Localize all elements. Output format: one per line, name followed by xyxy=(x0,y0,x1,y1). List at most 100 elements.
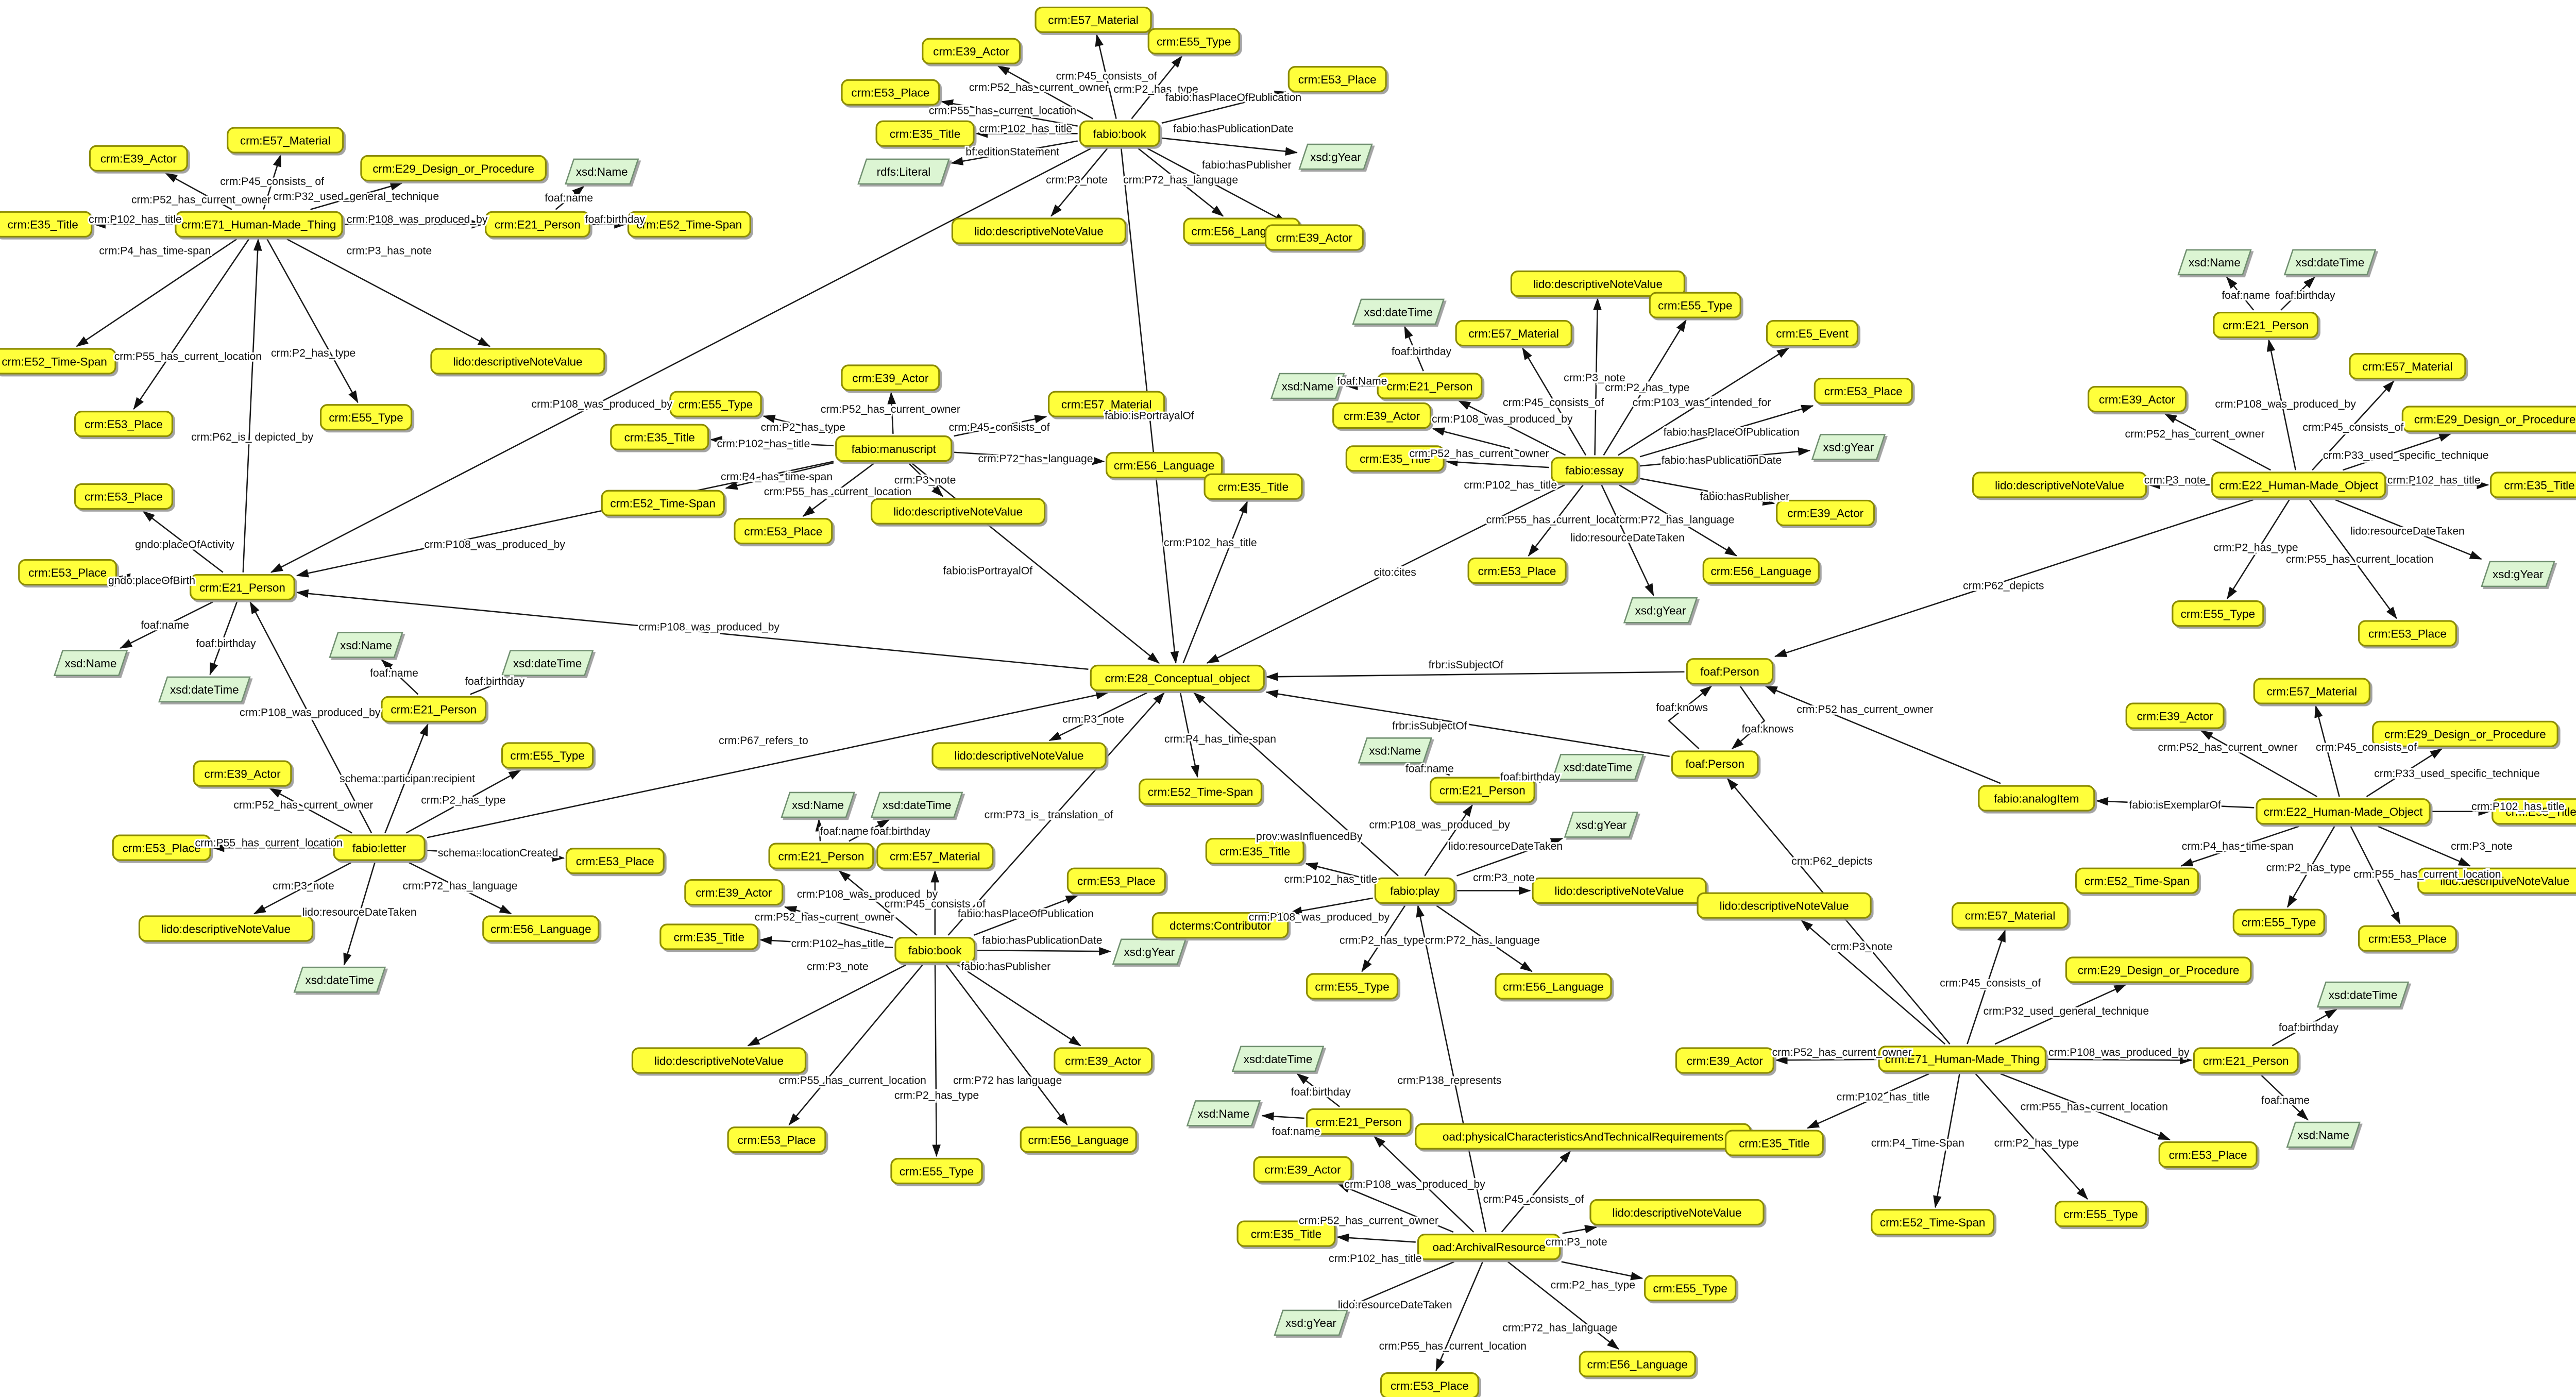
edge-label: crm:P45_consists_of xyxy=(1483,1193,1584,1205)
edge-label: crm:P4_has_time-span xyxy=(721,471,833,483)
edge-label: foaf:name xyxy=(2261,1095,2310,1106)
class-shape xyxy=(684,879,784,906)
edge-d-ms-to-d-ts xyxy=(725,462,834,490)
node-e-e21: crm:E21_Person xyxy=(1377,373,1483,399)
edge-label: crm:P52_has_current_owner xyxy=(233,799,373,811)
node-label: crm:E39_Actor xyxy=(2099,393,2176,406)
edge-l-arch-to-l-phys xyxy=(1501,1150,1571,1233)
edge-label: foaf:birthday xyxy=(1392,346,1452,358)
edge-b-book-to-b-e55 xyxy=(1131,55,1183,120)
node-i-dt2: xsd:dateTime xyxy=(293,966,386,993)
edge-label: crm:P108_was_produced_by xyxy=(2048,1047,2190,1058)
edge-label: fabio:hasPublisher xyxy=(961,961,1051,973)
node-h-e29: crm:E29_Design_or_Procedure xyxy=(2372,720,2558,747)
node-l-lido: lido:descriptiveNoteValue xyxy=(1589,1199,1765,1226)
edge-l-arch-to-l-gyear xyxy=(1345,1261,1455,1309)
edge-e-essay-to-e-e55 xyxy=(1603,319,1687,456)
edge-label: foaf:name xyxy=(1272,1126,1320,1138)
class-shape xyxy=(1035,6,1152,33)
edge-label: crm:P52_has_current_owner xyxy=(2158,742,2298,753)
node-label: crm:E53_Place xyxy=(738,1134,816,1147)
edge-e-essay-to-n-e28 xyxy=(1206,484,1565,664)
node-c-e21: crm:E21_Person xyxy=(190,574,295,601)
node-label: xsd:dateTime xyxy=(306,974,375,987)
node-a-ts: crm:E52_Time-Span xyxy=(0,348,116,375)
node-label: crm:E52_Time-Span xyxy=(610,497,716,510)
node-label: crm:E22_Human-Made_Object xyxy=(2219,479,2378,492)
node-label: xsd:dateTime xyxy=(1244,1053,1313,1066)
edge-n-e28-to-c-e21 xyxy=(296,589,1089,670)
edge-label: crm:P52_has_current_owner xyxy=(1299,1215,1438,1227)
node-label: crm:E56_Language xyxy=(1028,1134,1128,1147)
node-a-place: crm:E53_Place xyxy=(74,410,174,437)
edge-label: crm:P3_note xyxy=(273,880,334,892)
edge-m-e71-to-m-ts xyxy=(1933,1073,1960,1208)
class-shape xyxy=(1467,557,1567,584)
edge-label: fabio:hasPublicationDate xyxy=(982,934,1103,946)
node-j-dt: xsd:dateTime xyxy=(870,792,963,818)
node-j-gyear: xsd:gYear xyxy=(1112,938,1187,965)
node-f-dt: xsd:dateTime xyxy=(2283,249,2377,276)
edge-label: crm:P62_is_ depicted_by xyxy=(191,431,313,443)
edge-m-e71-to-m-e39 xyxy=(1775,1055,1877,1065)
edge-d-ms-to-d-e57 xyxy=(954,415,1047,437)
node-i-dt: xsd:dateTime xyxy=(501,650,594,676)
class-shape xyxy=(1306,973,1399,1000)
edge-a-e71-to-a-lido xyxy=(286,238,490,347)
edge-label: foaf:birthday xyxy=(1291,1086,1351,1098)
node-label: crm:E35_Title xyxy=(674,931,744,944)
node-h-e35: crm:E35_Title xyxy=(2492,798,2576,825)
edge-label: crm:P3_note xyxy=(2451,840,2513,852)
node-f-e55: crm:E55_Type xyxy=(2172,600,2264,627)
node-e-e39-pub: crm:E39_Actor xyxy=(1776,499,1875,527)
node-label: xsd:dateTime xyxy=(170,683,239,696)
edge-label: crm:P72_has_language xyxy=(1425,934,1540,946)
node-label: xsd:gYear xyxy=(2493,568,2544,581)
node-label: lido:descriptiveNoteValue xyxy=(453,355,583,368)
node-e-e55: crm:E55_Type xyxy=(1649,292,1741,318)
class-shape xyxy=(2075,867,2199,894)
edge-m-e71-to-m-lido xyxy=(1801,919,1946,1045)
node-j-place-loc: crm:E53_Place xyxy=(727,1126,826,1153)
edge-e-essay-to-e-e39-pub xyxy=(1639,478,1775,506)
node-label: crm:E53_Place xyxy=(1478,565,1556,578)
node-a-name: xsd:Name xyxy=(565,158,639,185)
edge-k-e21-to-k-name xyxy=(1427,764,1450,776)
class-shape xyxy=(565,848,665,874)
node-label: lido:descriptiveNoteValue xyxy=(1613,1206,1742,1219)
class-shape xyxy=(74,410,174,437)
edge-j-book-to-n-e28 xyxy=(947,692,1165,936)
edge-label: crm:P2_has_type xyxy=(1605,382,1689,394)
node-l-e21: crm:E21_Person xyxy=(1306,1108,1412,1135)
edge-label: foaf:birthday xyxy=(196,637,256,649)
edge-h-e22-to-h-e29 xyxy=(2366,748,2443,798)
node-label: foaf:Person xyxy=(1685,758,1744,770)
edge-label: cito:cites xyxy=(1374,567,1416,579)
edge-label: crm:P108_was_produced_by xyxy=(1432,413,1573,425)
edge-label: crm:P72_has_language xyxy=(978,453,1093,465)
edge-c-e21-to-c-name xyxy=(120,601,213,649)
class-shape xyxy=(768,843,874,869)
edge-label: crm:P102_has_title xyxy=(1837,1091,1930,1103)
node-f-e39: crm:E39_Actor xyxy=(2088,385,2187,413)
edge-g-p2-to-n-e28 xyxy=(1265,689,1670,758)
node-label: crm:E57_Material xyxy=(2267,685,2357,698)
node-e-name: xsd:Name xyxy=(1270,373,1345,399)
class-shape xyxy=(1579,1351,1696,1377)
node-i-e21: crm:E21_Person xyxy=(381,696,487,722)
node-g-p1: foaf:Person xyxy=(1686,658,1774,685)
node-label: oad:ArchivalResource xyxy=(1433,1241,1546,1254)
class-shape xyxy=(601,490,725,516)
edge-d-ms-to-d-lido xyxy=(908,463,944,497)
node-m-lido: lido:descriptiveNoteValue xyxy=(1697,892,1872,919)
node-e-event: crm:E5_Event xyxy=(1766,319,1859,347)
edge-label: crm:P62_depicts xyxy=(1963,580,2044,592)
node-c-place-act: crm:E53_Place xyxy=(74,483,174,510)
node-label: xsd:dateTime xyxy=(2296,256,2365,269)
class-shape xyxy=(138,915,314,942)
edge-label: crm:P2_has_type xyxy=(1114,83,1198,95)
class-shape xyxy=(381,696,487,722)
edge-c-e21-to-a-e71 xyxy=(242,238,262,573)
edge-b-book-to-c-e21 xyxy=(270,147,1092,573)
